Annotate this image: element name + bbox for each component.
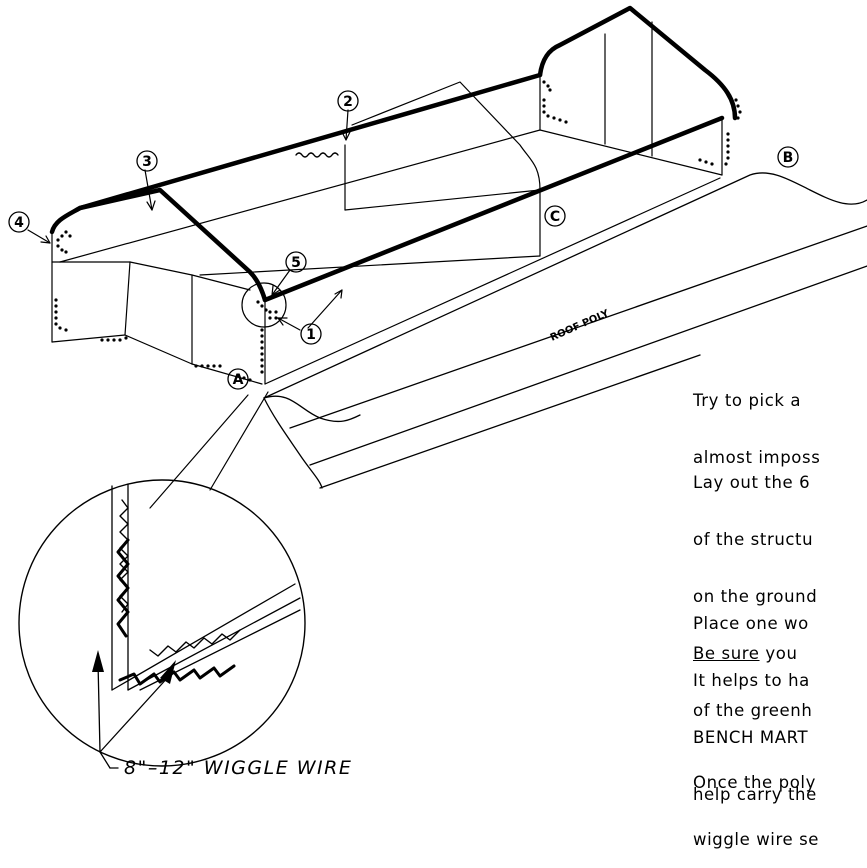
callout-circles — [8, 90, 799, 390]
callout-a: A — [233, 372, 244, 388]
instruction-line: wiggle wire se — [693, 830, 820, 849]
squiggle-mark — [295, 152, 339, 158]
roof-poly-label: ROOF POLY — [549, 308, 612, 344]
instruction-line: almost imposs — [693, 448, 821, 467]
instruction-paragraph-1: Try to pick a almost imposs — [693, 353, 820, 486]
callout-c: C — [550, 209, 560, 225]
detail-marker-circle — [241, 282, 287, 328]
callout-2: 2 — [343, 94, 353, 110]
callout-3: 3 — [142, 154, 152, 170]
instruction-line: Lay out the 6 — [693, 473, 811, 492]
greenhouse-frame — [51, 21, 723, 385]
wiggle-wire-label: 8"–12" WIGGLE WIRE — [124, 757, 352, 779]
greenhouse-diagram: 4 3 2 5 1 A B C ROOF POLY 8"–12" WIGGLE … — [8, 5, 867, 779]
be-sure-emphasis: Be sure — [693, 644, 760, 663]
callout-5: 5 — [291, 255, 301, 271]
instruction-line: It helps to ha — [693, 671, 810, 690]
callout-1: 1 — [306, 327, 316, 343]
roof-poly-sheet — [263, 172, 867, 489]
instruction-line: Once the poly — [693, 773, 816, 792]
instruction-line: of the greenh — [693, 701, 813, 720]
instruction-paragraph-4: Once the poly wiggle wire se — [693, 735, 819, 868]
wire-channel — [49, 5, 738, 303]
instruction-line: BENCH MART — [693, 728, 809, 747]
callout-b: B — [783, 150, 794, 166]
instruction-line: of the structu — [693, 530, 814, 549]
instruction-line: on the ground — [693, 587, 818, 606]
leader-lines — [27, 109, 351, 509]
callout-4: 4 — [14, 215, 24, 231]
detail-a-zoom — [18, 479, 306, 769]
instruction-text: you — [759, 644, 798, 663]
instruction-line: Place one wo — [693, 614, 809, 633]
instruction-paragraph-2: Lay out the 6 of the structu on the grou… — [693, 435, 817, 739]
instruction-line: Be sure you — [693, 644, 817, 663]
clip-dots — [54, 80, 742, 382]
instruction-line: Try to pick a — [693, 391, 802, 410]
